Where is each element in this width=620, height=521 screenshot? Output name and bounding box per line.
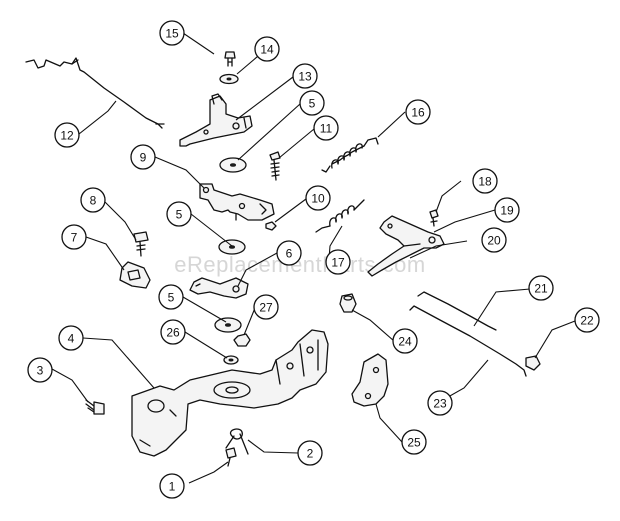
- callout-11: 11: [313, 115, 339, 141]
- callout-24: 24: [392, 328, 418, 354]
- svg-text:24: 24: [398, 335, 412, 349]
- svg-text:1: 1: [169, 480, 176, 494]
- part-fitting-24: [339, 293, 357, 313]
- svg-text:6: 6: [286, 247, 293, 261]
- callout-5-middle: 5: [166, 201, 192, 227]
- svg-text:5: 5: [176, 208, 183, 222]
- callout-8: 8: [80, 187, 106, 213]
- callout-23: 23: [427, 390, 453, 416]
- part-plate-25: [351, 353, 389, 407]
- svg-text:9: 9: [140, 151, 147, 165]
- callout-1: 1: [159, 473, 185, 499]
- callout-12: 12: [54, 122, 80, 148]
- svg-text:26: 26: [166, 326, 180, 340]
- part-lever-6: [189, 277, 249, 299]
- svg-text:27: 27: [259, 301, 273, 315]
- svg-text:2: 2: [307, 447, 314, 461]
- callout-5-upper: 5: [299, 90, 325, 116]
- callout-25: 25: [401, 429, 427, 455]
- svg-text:8: 8: [90, 194, 97, 208]
- svg-text:3: 3: [37, 364, 44, 378]
- svg-text:22: 22: [580, 314, 594, 328]
- svg-text:21: 21: [534, 282, 548, 296]
- part-washer-14: [219, 73, 239, 85]
- svg-text:18: 18: [478, 175, 492, 189]
- callout-2: 2: [297, 440, 323, 466]
- svg-text:7: 7: [71, 231, 78, 245]
- part-bolt-8: [133, 231, 149, 257]
- svg-text:25: 25: [407, 436, 421, 450]
- svg-text:17: 17: [331, 256, 345, 270]
- part-disk-5-middle: [218, 239, 246, 255]
- callout-16: 16: [405, 99, 431, 125]
- callout-21: 21: [528, 275, 554, 301]
- part-fitting-22: [525, 355, 541, 371]
- part-lever-arm-19: [367, 215, 445, 277]
- callout-27: 27: [253, 294, 279, 320]
- part-screw-1: [225, 447, 237, 467]
- part-small-bolt-15: [224, 51, 236, 67]
- svg-text:14: 14: [260, 43, 274, 57]
- part-disk-5-upper: [219, 157, 247, 173]
- part-screw-3: [85, 399, 105, 415]
- svg-text:16: 16: [411, 106, 425, 120]
- part-nut-27: [233, 333, 251, 347]
- part-main-bracket-4: [131, 329, 329, 457]
- svg-text:20: 20: [487, 234, 501, 248]
- leader-lines: [51, 32, 576, 484]
- part-nut-10: [265, 221, 277, 231]
- callout-17: 17: [325, 249, 351, 275]
- svg-text:13: 13: [298, 70, 312, 84]
- svg-text:15: 15: [165, 27, 179, 41]
- svg-text:23: 23: [433, 397, 447, 411]
- callout-labels: 1 2 3 4 5 5 5 6 7 8 9 10 11 12 13 14 15 …: [27, 20, 600, 499]
- callout-3: 3: [27, 357, 53, 383]
- callout-9: 9: [130, 144, 156, 170]
- callout-13: 13: [292, 63, 318, 89]
- svg-text:19: 19: [500, 204, 514, 218]
- part-spring-17: [315, 199, 365, 233]
- part-control-rod: [25, 57, 165, 129]
- callout-19: 19: [494, 197, 520, 223]
- callout-18: 18: [472, 168, 498, 194]
- callout-22: 22: [574, 307, 600, 333]
- part-disk-5-lower: [214, 317, 242, 333]
- callout-26: 26: [160, 319, 186, 345]
- part-throttle-lever-9: [199, 183, 275, 221]
- part-spring-2: [225, 428, 249, 455]
- callout-14: 14: [254, 36, 280, 62]
- svg-text:5: 5: [168, 291, 175, 305]
- callout-4: 4: [58, 325, 84, 351]
- svg-text:12: 12: [60, 129, 74, 143]
- part-spring-16: [321, 137, 379, 173]
- svg-text:4: 4: [68, 332, 75, 346]
- part-rod-21: [417, 291, 497, 331]
- part-bracket-13: [179, 93, 253, 147]
- part-clip-7: [119, 261, 151, 289]
- svg-text:5: 5: [309, 97, 316, 111]
- svg-text:11: 11: [320, 122, 333, 136]
- part-screw-18: [429, 209, 439, 227]
- svg-text:10: 10: [311, 192, 325, 206]
- part-screw-11: [269, 151, 281, 181]
- part-rod-23: [409, 305, 527, 377]
- callout-10: 10: [305, 185, 331, 211]
- part-washer-26: [223, 355, 239, 365]
- callout-6: 6: [276, 240, 302, 266]
- callout-7: 7: [61, 224, 87, 250]
- callout-20: 20: [481, 227, 507, 253]
- callout-5-lower: 5: [158, 284, 184, 310]
- callout-15: 15: [159, 20, 185, 46]
